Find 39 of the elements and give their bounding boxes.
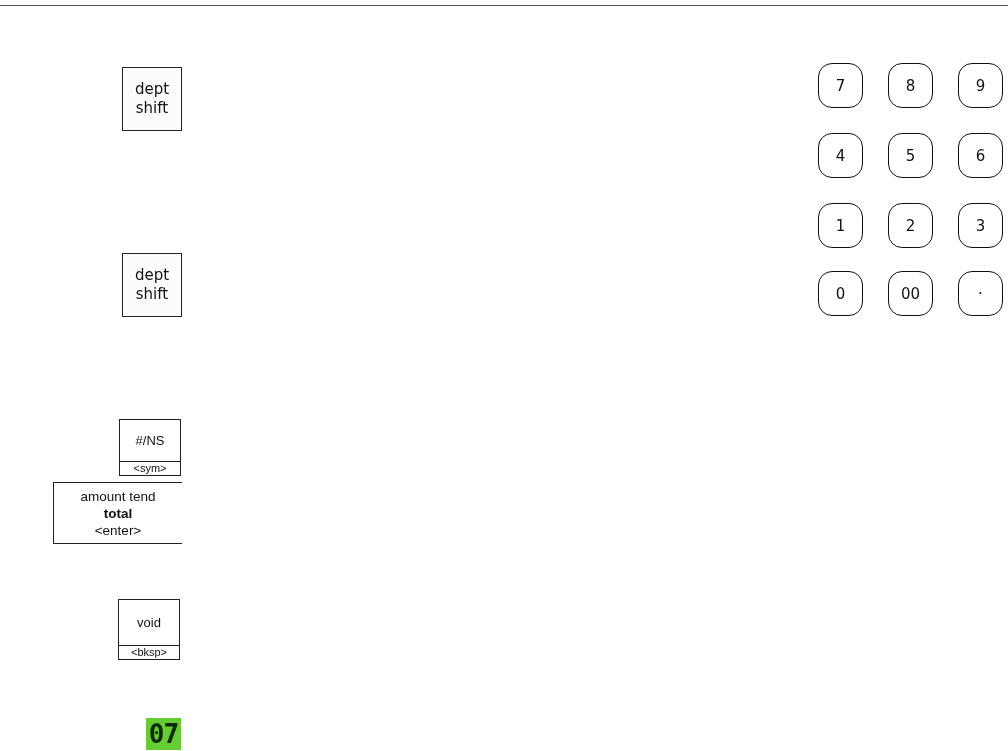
number-key bbox=[888, 271, 933, 316]
key-label: 4 bbox=[835, 146, 846, 165]
key-label: 9 bbox=[975, 76, 986, 95]
key-label: 3 bbox=[975, 216, 986, 235]
display-digits: 07 bbox=[148, 719, 179, 749]
number-key bbox=[818, 63, 863, 108]
keyboard-key bbox=[53, 482, 182, 544]
key-label: dept shift bbox=[133, 266, 171, 304]
key-label: <bksp> bbox=[119, 645, 179, 659]
key-label: · bbox=[978, 284, 983, 303]
key-label: void bbox=[137, 615, 161, 630]
number-key bbox=[958, 63, 1003, 108]
keyboard-key bbox=[119, 419, 181, 476]
key-label: 00 bbox=[900, 284, 921, 303]
key-label: dept shift bbox=[133, 80, 171, 118]
key-label: #/NS bbox=[135, 433, 165, 448]
number-key bbox=[818, 133, 863, 178]
key-label: 0 bbox=[835, 284, 846, 303]
number-key bbox=[818, 203, 863, 248]
key-label: 2 bbox=[905, 216, 916, 235]
key-label: <enter> bbox=[94, 521, 142, 539]
keyboard-key bbox=[122, 67, 182, 131]
key-label: 8 bbox=[905, 76, 916, 95]
number-key bbox=[818, 271, 863, 316]
number-key bbox=[958, 203, 1003, 248]
keyboard-key bbox=[118, 599, 180, 660]
key-label: total bbox=[103, 504, 133, 522]
number-key bbox=[888, 203, 933, 248]
key-label: amount tend bbox=[80, 487, 156, 505]
key-label: 1 bbox=[835, 216, 846, 235]
key-label: 6 bbox=[975, 146, 986, 165]
number-key bbox=[888, 133, 933, 178]
key-label: 5 bbox=[905, 146, 916, 165]
key-label: 7 bbox=[835, 76, 846, 95]
number-key bbox=[958, 133, 1003, 178]
number-key bbox=[888, 63, 933, 108]
key-label: <sym> bbox=[120, 461, 180, 475]
number-key bbox=[958, 271, 1003, 316]
keyboard-key bbox=[122, 253, 182, 317]
